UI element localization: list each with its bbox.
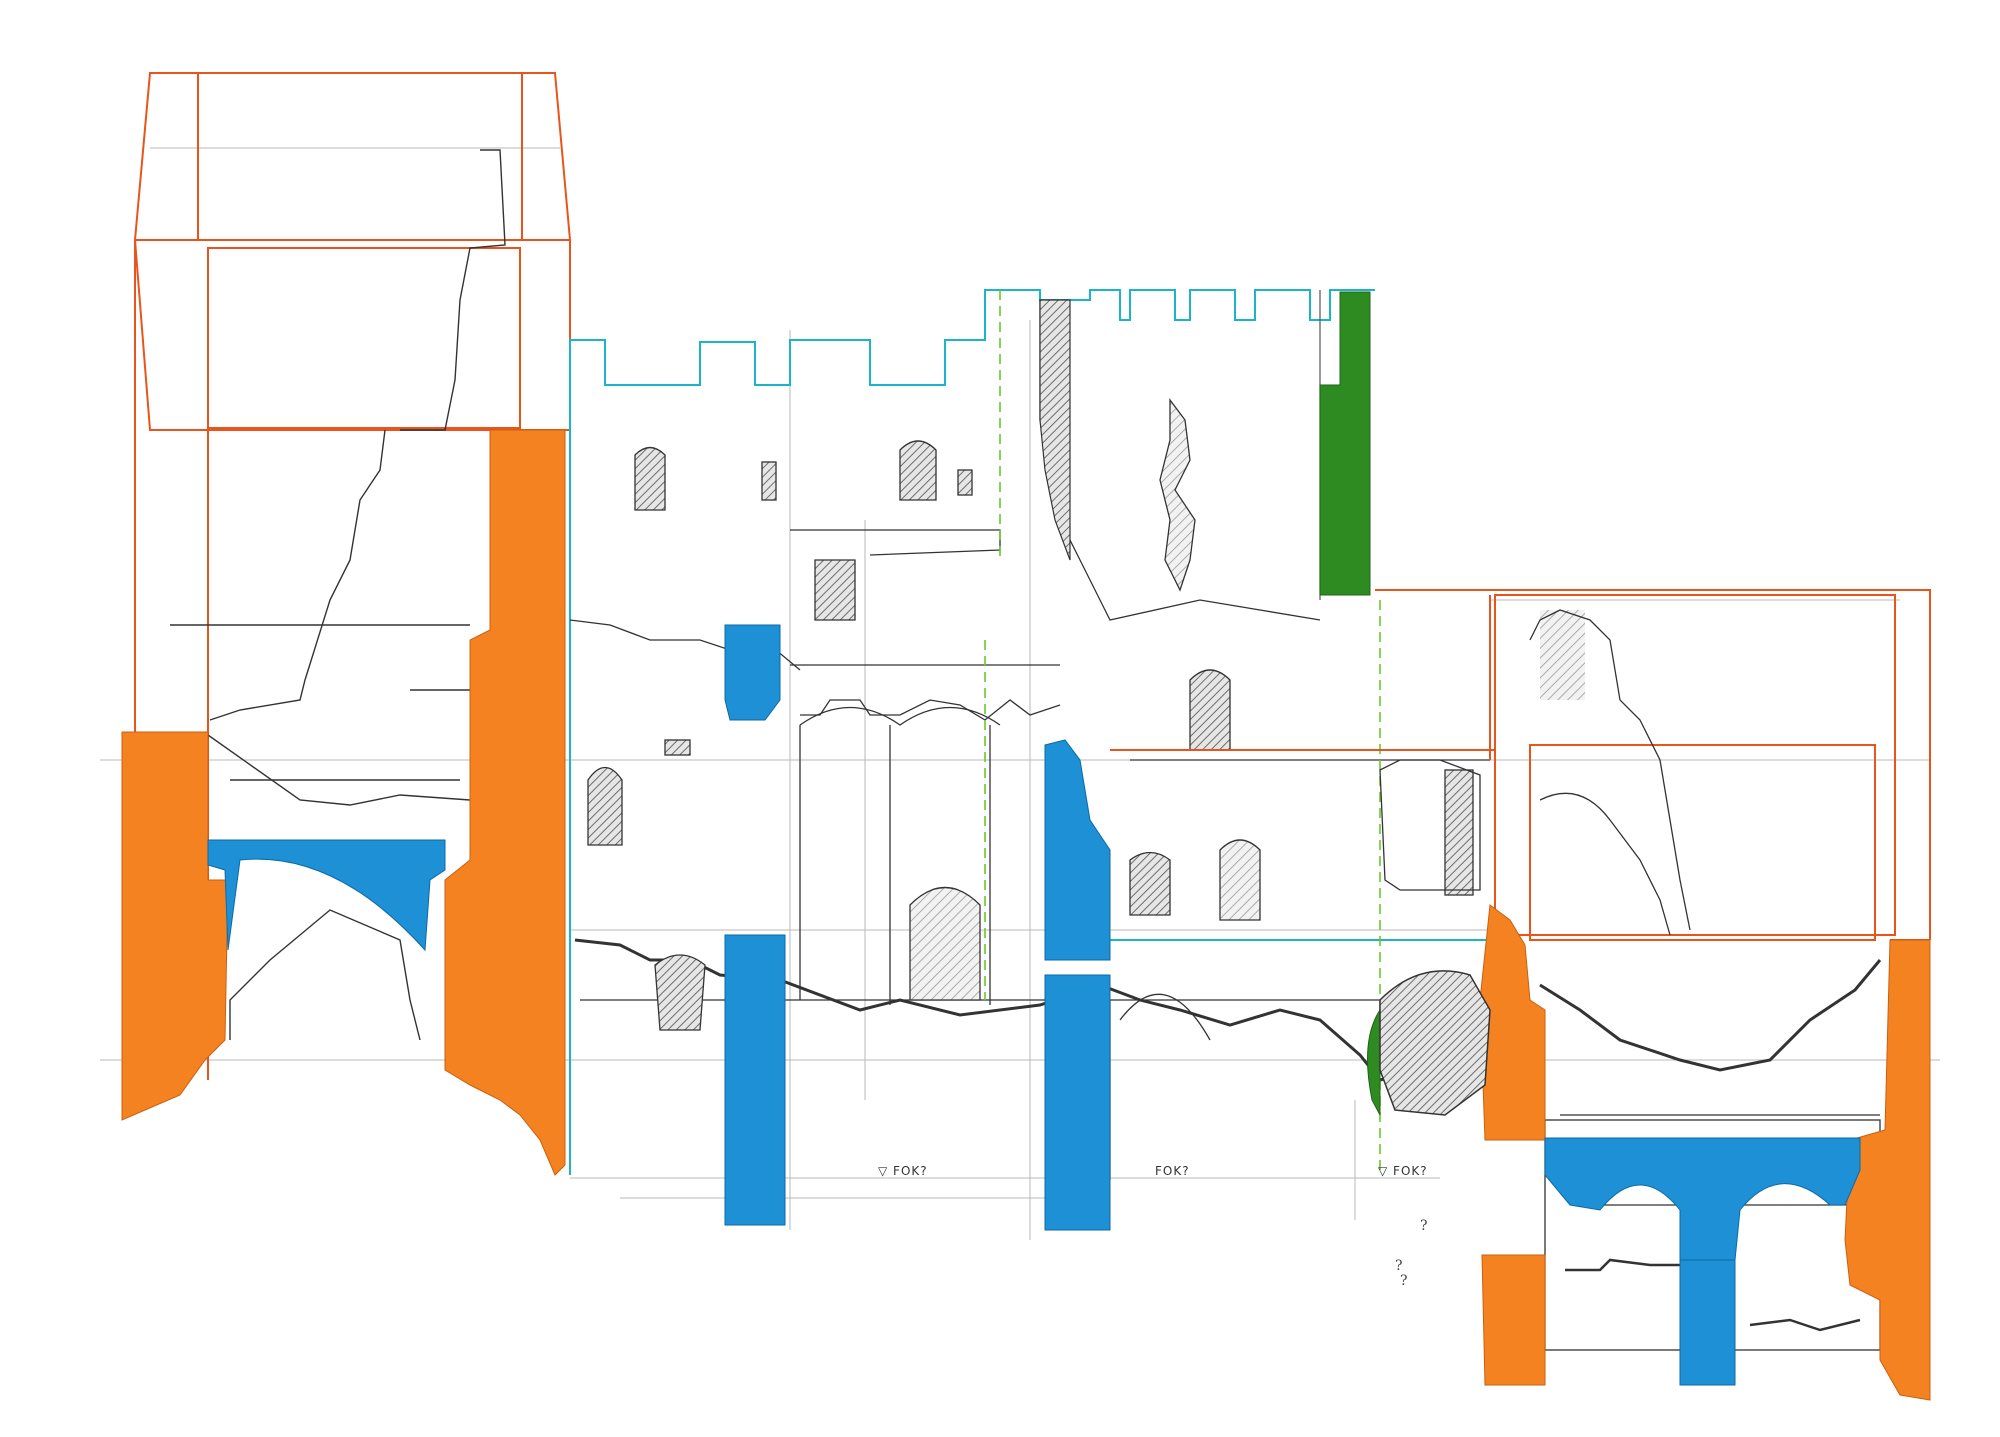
blue-column-1 [724, 624, 781, 721]
blue-column-2 [1044, 739, 1111, 961]
left-pier-inner [444, 429, 566, 1176]
right-arch-span [1544, 1137, 1861, 1261]
question-mark-2: ? [1395, 1258, 1403, 1274]
question-mark-3: ? [1400, 1273, 1408, 1289]
central-wall-battlements [569, 289, 1500, 1175]
left-tower-ruin [170, 149, 546, 1041]
right-building-outline [1110, 589, 1931, 941]
left-pier-outer [121, 731, 229, 1121]
right-arch-pier [1679, 1259, 1736, 1386]
right-pier-right [1844, 939, 1931, 1401]
right-pier-left-lower [1481, 1254, 1546, 1386]
orange-sections [121, 429, 1931, 1401]
blue-column-1-lower [724, 934, 786, 1226]
green-arch-infill [1367, 1008, 1381, 1116]
window-openings [587, 398, 1585, 1031]
blue-sections [207, 624, 1861, 1386]
fok-label-1: ▽ FOK? [878, 1164, 928, 1178]
annotations: ▽ FOK? FOK? ▽ FOK? ? ? ? [878, 1164, 1428, 1289]
question-mark-1: ? [1420, 1218, 1428, 1234]
fok-label-2: FOK? [1155, 1164, 1190, 1178]
green-sections [1319, 291, 1381, 1116]
fok-label-3: ▽ FOK? [1378, 1164, 1428, 1178]
blue-column-2-lower [1044, 974, 1111, 1231]
left-arch-span [207, 839, 446, 952]
construction-lines [100, 147, 1940, 1240]
vault-opening [1379, 970, 1491, 1116]
green-pier-top [1319, 291, 1371, 596]
